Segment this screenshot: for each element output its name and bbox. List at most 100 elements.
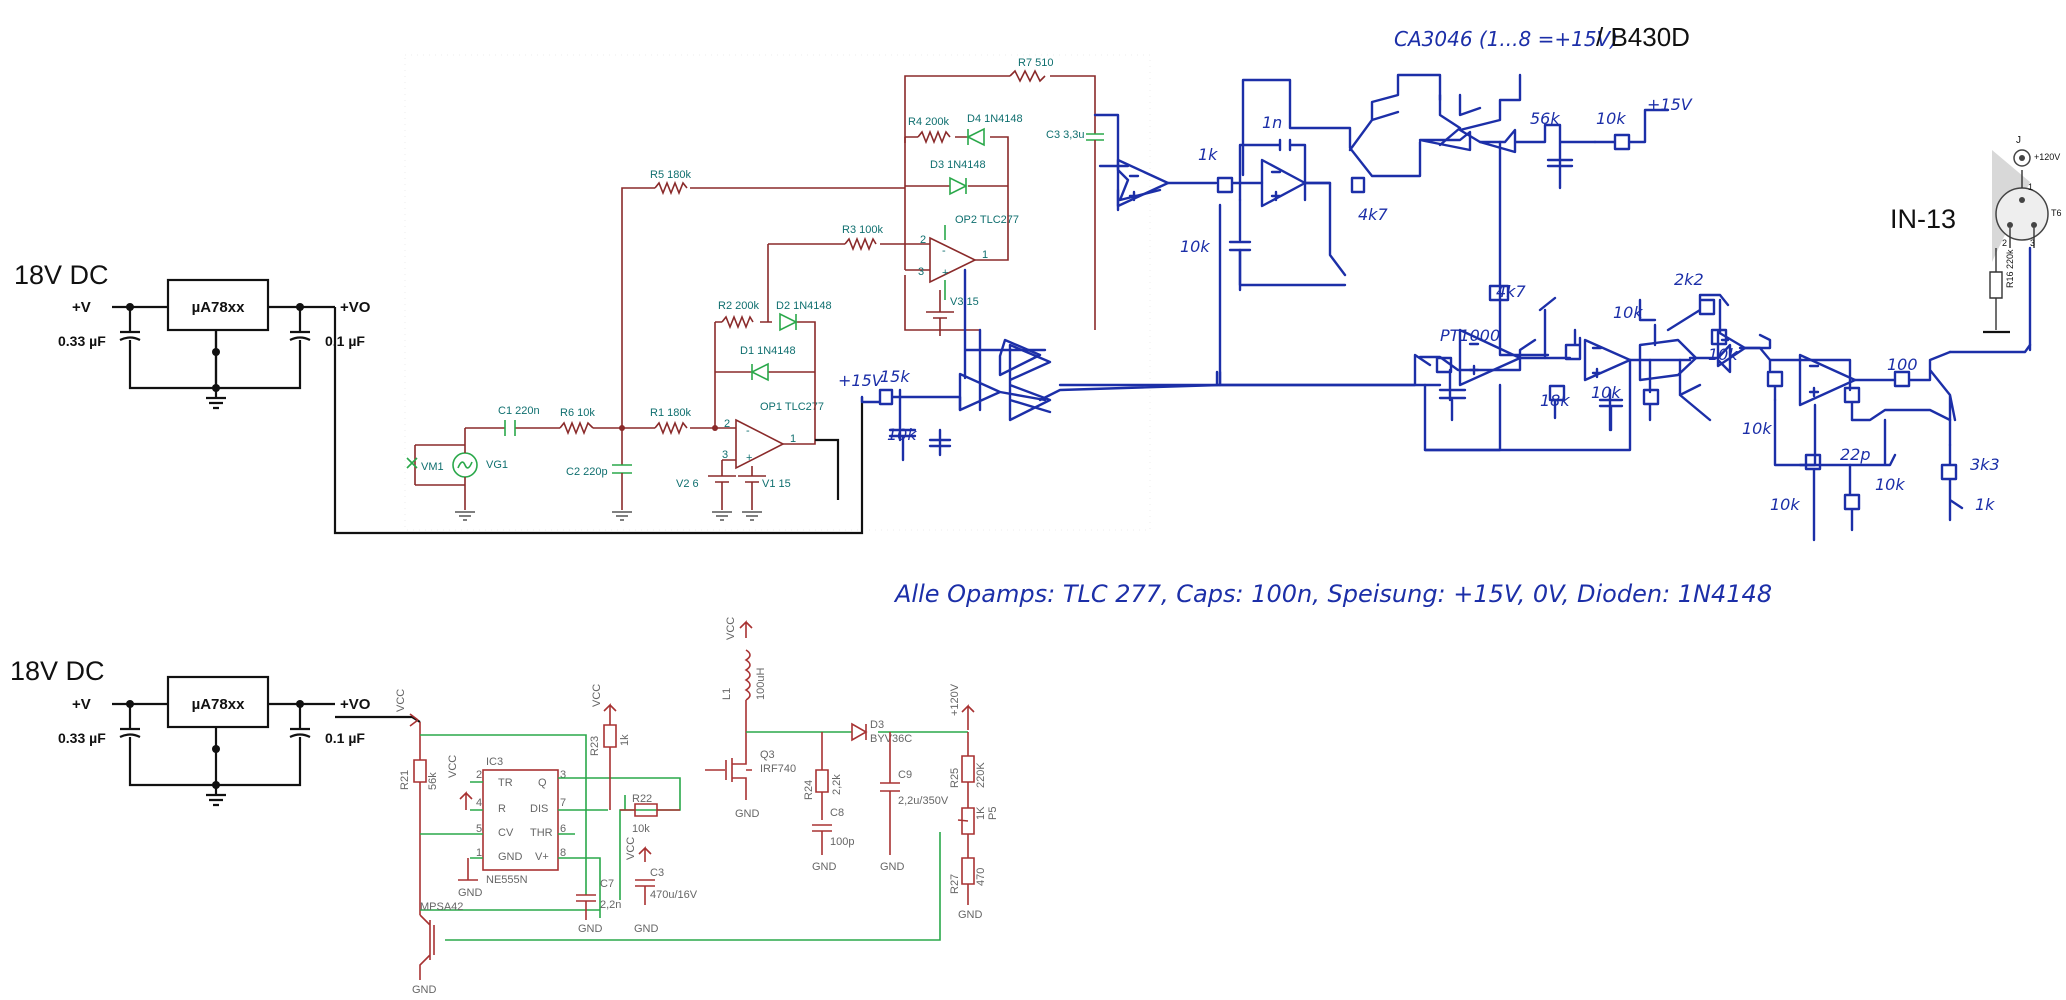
grid-background — [404, 54, 1151, 531]
svg-text:3: 3 — [918, 266, 924, 278]
svg-text:10k: 10k — [1770, 495, 1800, 514]
label-l1-val: 100uH — [755, 668, 767, 700]
pin-cv: CV — [498, 827, 514, 839]
nixie-pin-3: 3 — [2030, 238, 2035, 248]
bottom-regulator-chip — [166, 675, 270, 729]
pin-vplus: V+ — [535, 851, 549, 863]
label-c2: C2 220p — [566, 466, 608, 478]
top-vout: +VO — [340, 299, 371, 316]
label-d3: D3 1N4148 — [930, 159, 986, 171]
label-ic3-part: NE555N — [486, 874, 528, 886]
top-cap-in: 0.33 µF — [58, 333, 106, 349]
bottom-supply-title: 18V DC — [10, 656, 105, 686]
boost-hv-label: +120V — [949, 683, 961, 716]
svg-text:10k: 10k — [1708, 345, 1738, 364]
label-p5-val: 1K — [975, 806, 987, 820]
svg-text:+: + — [942, 267, 948, 279]
svg-text:1k: 1k — [1198, 145, 1218, 164]
boost-vcc-left: VCC — [395, 689, 407, 712]
label-op1: OP1 TLC277 — [760, 401, 824, 413]
svg-text:4k7: 4k7 — [1496, 282, 1526, 301]
svg-text:1k: 1k — [1975, 495, 1995, 514]
svg-text:100: 100 — [1887, 355, 1918, 374]
label-r2: R2 200k — [718, 300, 759, 312]
nixie-pin-2: 2 — [2002, 238, 2007, 248]
label-c3-val: 470u/16V — [650, 889, 698, 901]
svg-text:4: 4 — [476, 797, 482, 809]
label-c1: C1 220n — [498, 405, 540, 417]
pin-q: Q — [538, 777, 547, 789]
svg-text:-: - — [746, 425, 750, 437]
boost-gnd-q3: GND — [735, 808, 760, 820]
svg-text:56k: 56k — [1530, 109, 1560, 128]
svg-text:10k: 10k — [887, 425, 917, 444]
boost-vcc-c3: VCC — [625, 837, 637, 860]
oscillator-schematic: R7 510 C3 3,3u R4 200k D4 1N4148 D3 1N41… — [404, 54, 1151, 531]
boost-gnd-q1: GND — [412, 984, 437, 996]
boost-vcc-l1: VCC — [725, 617, 737, 640]
label-vm1: VM1 — [421, 461, 444, 473]
label-vg1: VG1 — [486, 459, 508, 471]
top-regulator-chip-label: µA78xx — [192, 299, 246, 316]
svg-text:1: 1 — [982, 249, 988, 261]
label-p5: P5 — [987, 807, 999, 820]
label-ic3: IC3 — [486, 756, 503, 768]
svg-text:3: 3 — [722, 449, 728, 461]
svg-text:10k: 10k — [1591, 383, 1621, 402]
nixie-resistor: R16 220k — [2005, 249, 2015, 288]
label-op2: OP2 TLC277 — [955, 214, 1019, 226]
ic3-body — [482, 769, 559, 871]
boost-gnd-r27: GND — [958, 909, 983, 921]
svg-text:1: 1 — [476, 847, 482, 859]
svg-text:PT1000: PT1000 — [1440, 326, 1500, 345]
label-r5: R5 180k — [650, 169, 691, 181]
pin-r: R — [498, 803, 506, 815]
label-r7: R7 510 — [1018, 57, 1053, 69]
pin-thr: THR — [530, 827, 553, 839]
note-chip-alt: / B430D — [1596, 22, 1690, 52]
top-supply-title: 18V DC — [14, 260, 109, 290]
label-c7: C7 — [600, 878, 614, 890]
svg-text:2: 2 — [476, 769, 482, 781]
label-r6: R6 10k — [560, 407, 595, 419]
note-chip: CA3046 (1...8 =+15V) — [1394, 27, 1618, 51]
svg-text:-: - — [942, 245, 946, 257]
svg-text:22p: 22p — [1840, 445, 1871, 464]
label-r21-val: 56k — [427, 772, 439, 790]
svg-text:2: 2 — [724, 418, 730, 430]
label-r22-val: 10k — [632, 823, 650, 835]
top-regulator-chip — [166, 278, 270, 332]
label-d4: D4 1N4148 — [967, 113, 1023, 125]
top-plus-v: +V — [72, 299, 91, 316]
label-q3-part: IRF740 — [760, 763, 796, 775]
label-r21: R21 — [399, 770, 411, 790]
pin-tr: TR — [498, 777, 513, 789]
label-r1: R1 180k — [650, 407, 691, 419]
svg-text:4k7: 4k7 — [1358, 205, 1388, 224]
svg-text:15k: 15k — [880, 367, 910, 386]
nixie-hv: +120V — [2034, 152, 2060, 162]
boost-gnd-c9: GND — [880, 861, 905, 873]
nixie-title: IN-13 — [1890, 204, 1956, 234]
bottom-vout: +VO — [340, 696, 371, 713]
label-r25-val: 220K — [975, 762, 987, 788]
label-d3-boost: D3 — [870, 719, 884, 731]
label-r24-val: 2,2k — [831, 774, 843, 795]
label-r23-val: 1k — [619, 734, 631, 746]
boost-gnd-c7: GND — [578, 923, 603, 935]
label-r25: R25 — [949, 768, 961, 788]
label-r22: R22 — [632, 793, 652, 805]
svg-text:10k: 10k — [1742, 419, 1772, 438]
nixie-pin-1: 1 — [2028, 182, 2033, 192]
handwritten-notes: CA3046 (1...8 =+15V) / B430D +15V +15V A… — [838, 22, 2032, 608]
bottom-cap-out: 0.1 µF — [325, 730, 365, 746]
svg-text:1n: 1n — [1262, 113, 1282, 132]
label-mpsa42: MPSA42 — [420, 901, 463, 913]
boost-vcc-555: VCC — [447, 755, 459, 778]
label-r23: R23 — [589, 736, 601, 756]
label-d3-part: BYV36C — [870, 733, 912, 745]
top-cap-out: 0.1 µF — [325, 333, 365, 349]
label-q3: Q3 — [760, 749, 775, 761]
label-c8: C8 — [830, 807, 844, 819]
